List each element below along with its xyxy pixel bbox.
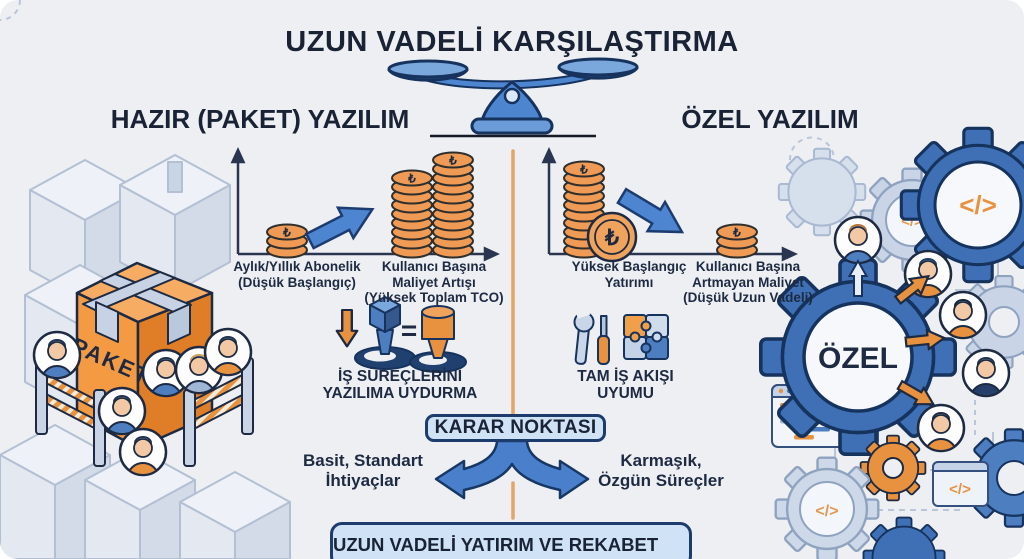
equals-sign: = — [401, 315, 417, 346]
packaged-fit-label: İŞ SÜREÇLERİNİ YAZILIMA UYDURMA — [322, 368, 478, 402]
complex-needs-label: Karmaşık, Özgün Süreçler — [598, 451, 724, 490]
custom-software-heading: ÖZEL YAZILIM — [681, 104, 859, 134]
packaged-end-cost-label: Kullanıcı Başına Maliyet Artışı (Yüksek … — [364, 259, 504, 305]
user-avatar — [963, 350, 1009, 398]
packaged-start-cost-label: Aylık/Yıllık Abonelik (Düşük Başlangıç) — [233, 259, 361, 290]
puzzle-icon — [623, 314, 669, 360]
svg-text:₺: ₺ — [604, 225, 619, 250]
coin-stack — [266, 151, 474, 259]
svg-text:₺: ₺ — [407, 172, 416, 186]
code-window: </> — [932, 461, 989, 507]
code-icon: </> — [949, 481, 971, 498]
svg-text:₺: ₺ — [732, 226, 741, 240]
wrench-screwdriver-icon — [573, 306, 610, 365]
code-icon: </> — [815, 503, 838, 520]
svg-text:₺: ₺ — [579, 163, 588, 177]
square-peg-round-hole-icon: = — [335, 296, 467, 373]
simple-needs-label: Basit, Standart İhtiyaçlar — [303, 451, 423, 490]
custom-fit-label: TAM İŞ AKIŞI UYUMU — [577, 368, 674, 402]
custom-end-cost-label: Kullanıcı Başına Artmayan Maliyet (Düşük… — [683, 259, 813, 305]
decision-point-badge: KARAR NOKTASI — [425, 414, 606, 442]
bottom-banner: UZUN VADELİ YATIRIM VE REKABET AVANTAJI — [330, 522, 692, 559]
svg-text:₺: ₺ — [282, 226, 291, 240]
down-arrow-icon — [335, 308, 359, 348]
gear-icon — [862, 516, 946, 559]
user-avatar — [940, 292, 986, 340]
code-icon: </> — [959, 190, 997, 220]
user-avatar — [835, 217, 881, 265]
custom-start-cost-label: Yüksek Başlangıç Yatırımı — [571, 259, 687, 290]
custom-cost-chart: ₺ ₺ ₺ — [541, 146, 799, 263]
user-avatar — [918, 405, 964, 453]
page-title: UZUN VADELİ KARŞILAŞTIRMA — [285, 26, 739, 58]
ozel-gear-label: ÖZEL — [818, 342, 898, 375]
svg-text:₺: ₺ — [448, 154, 457, 168]
growth-arrow-icon — [301, 192, 382, 258]
packaged-cost-chart: ₺ ₺ ₺ — [230, 146, 501, 262]
fork-arrow — [434, 439, 590, 500]
balance-scale-icon — [387, 57, 639, 138]
packaged-software-heading: HAZIR (PAKET) YAZILIM — [110, 104, 410, 134]
